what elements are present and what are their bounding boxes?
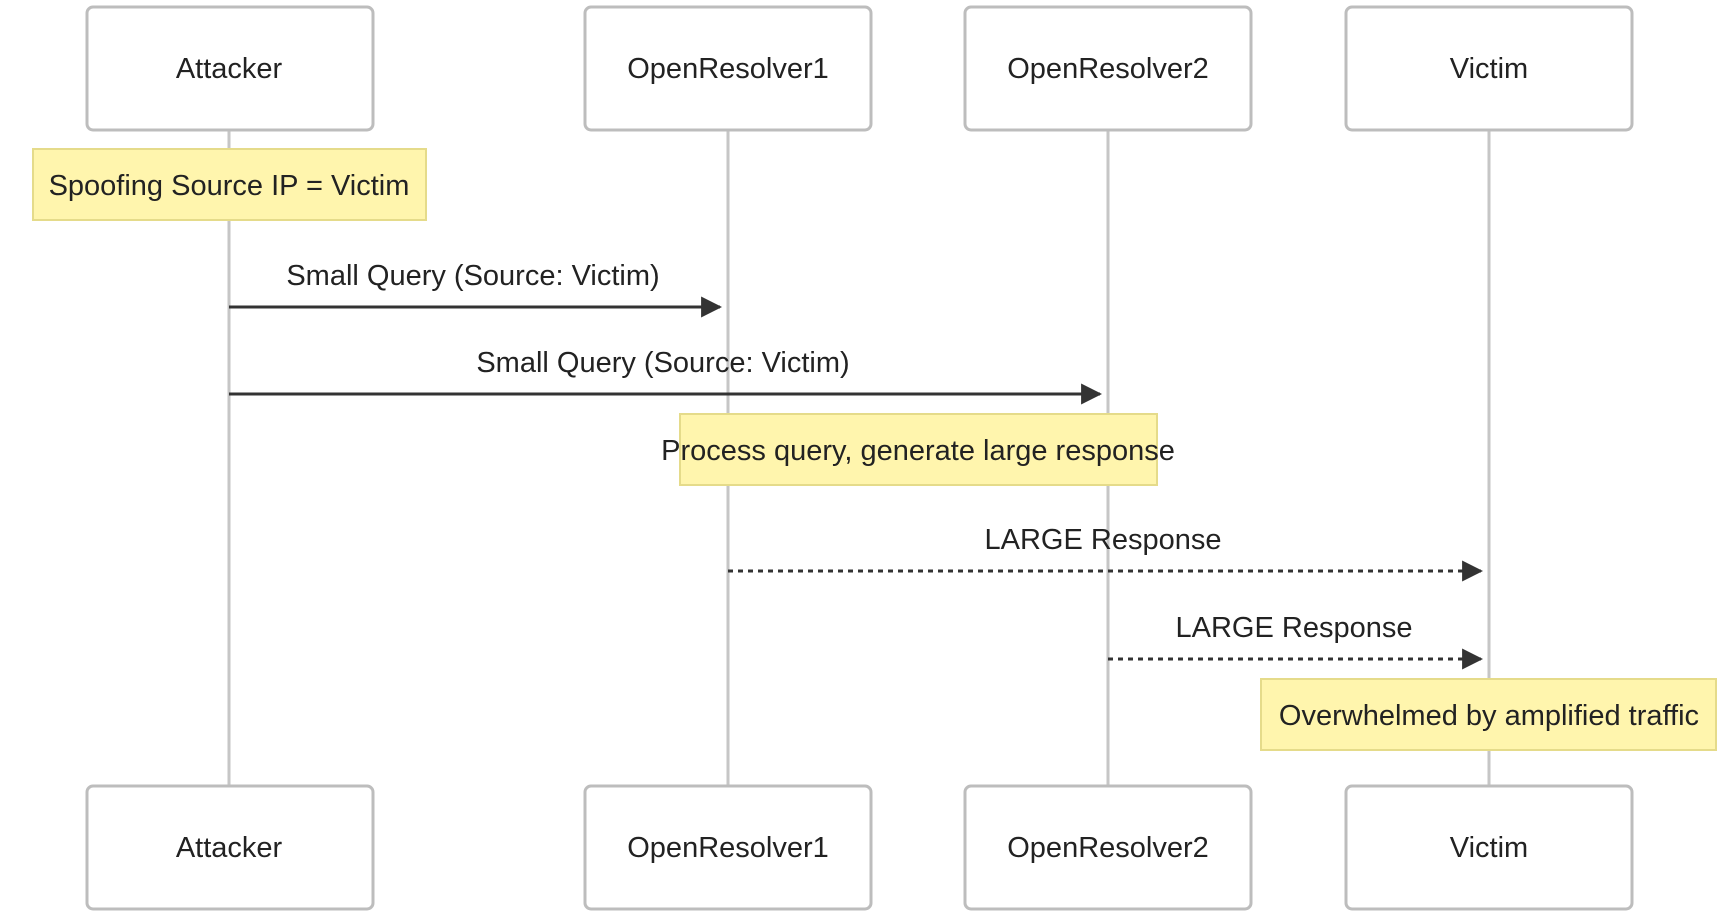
actor-bottom-victim: Victim <box>1344 784 1634 911</box>
actor-label: OpenResolver2 <box>1007 832 1209 864</box>
note-spoofing: Spoofing Source IP = Victim <box>32 148 427 221</box>
actor-label: Attacker <box>176 53 283 85</box>
note-overwhelmed-text: Overwhelmed by amplified traffic <box>1279 700 1699 732</box>
actor-top-resolver1: OpenResolver1 <box>583 5 873 132</box>
message-large-response-resolver2: LARGE Response <box>1108 612 1484 670</box>
message-small-query-resolver2: Small Query (Source: Victim) <box>229 347 1103 405</box>
message-label: Small Query (Source: Victim) <box>286 260 659 292</box>
actor-top-attacker: Attacker <box>85 5 375 132</box>
message-label: LARGE Response <box>985 524 1222 556</box>
note-overwhelmed: Overwhelmed by amplified traffic <box>1260 678 1717 751</box>
actor-bottom-resolver2: OpenResolver2 <box>963 784 1253 911</box>
actor-bottom-attacker: Attacker <box>85 784 375 911</box>
message-large-response-resolver1: LARGE Response <box>728 524 1484 582</box>
note-process-query: Process query, generate large response <box>661 413 1175 486</box>
actor-label: Victim <box>1450 832 1528 864</box>
actor-bottom-resolver1: OpenResolver1 <box>583 784 873 911</box>
actor-label: Victim <box>1450 53 1528 85</box>
actor-label: OpenResolver1 <box>627 53 829 85</box>
actor-label: Attacker <box>176 832 283 864</box>
note-spoofing-text: Spoofing Source IP = Victim <box>49 170 410 202</box>
message-label: Small Query (Source: Victim) <box>476 347 849 379</box>
actor-label: OpenResolver2 <box>1007 53 1209 85</box>
message-label: LARGE Response <box>1176 612 1413 644</box>
actor-label: OpenResolver1 <box>627 832 829 864</box>
actor-top-resolver2: OpenResolver2 <box>963 5 1253 132</box>
message-small-query-resolver1: Small Query (Source: Victim) <box>229 260 723 318</box>
note-process-text: Process query, generate large response <box>661 435 1175 467</box>
actor-top-victim: Victim <box>1344 5 1634 132</box>
